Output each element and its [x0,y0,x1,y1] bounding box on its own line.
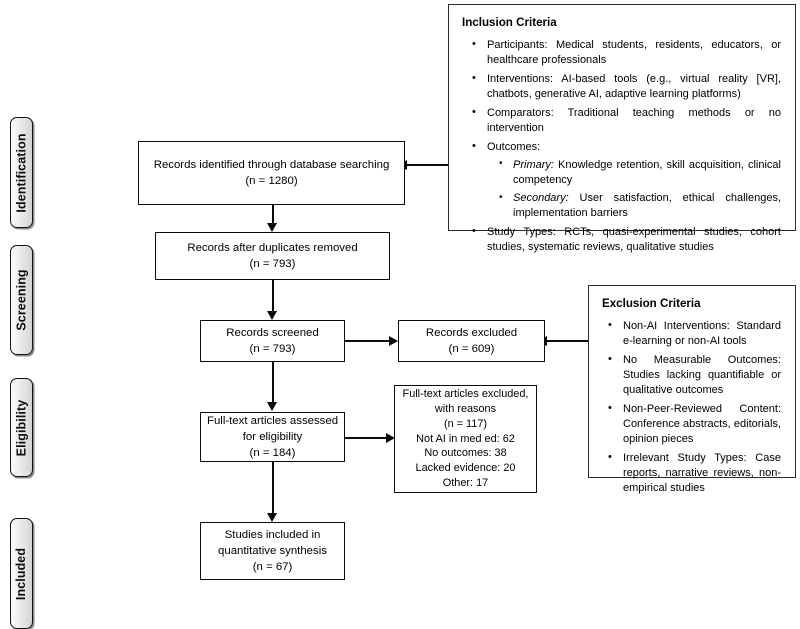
box-duplicates-removed-line2: (n = 793) [249,258,296,270]
box-records-screened: Records screened (n = 793) [200,320,345,362]
connector-duplicates-to-screened [271,280,274,312]
inclusion-criteria-title: Inclusion Criteria [462,16,557,29]
connector-exclusion-to-excluded [546,340,589,343]
box-records-screened-line2: (n = 793) [249,343,296,355]
exclusion-criteria-list: Non-AI Interventions: Standard e-learnin… [601,318,783,497]
inclusion-item-comparators: Comparators: Traditional teaching method… [472,105,783,136]
connector-identified-to-duplicates [271,205,274,225]
box-fulltext-assessed-line2: for eligibility [242,430,303,443]
stage-label-eligibility: Eligibility [14,399,29,456]
arrowhead-identified-to-duplicates [267,223,277,232]
inclusion-item-interventions: Interventions: AI-based tools (e.g., vir… [472,71,783,102]
inclusion-subitem-primary: Primary: Knowledge retention, skill acqu… [499,157,781,188]
connector-screened-to-fulltext [271,362,274,403]
arrowhead-screened-to-fulltext [267,402,277,411]
inclusion-subitem-primary-text: Knowledge retention, skill acquisition, … [513,158,781,186]
arrowhead-screened-to-excluded [389,335,398,346]
stage-pill-eligibility: Eligibility [10,378,33,477]
inclusion-item-outcomes: Outcomes: Primary: Knowledge retention, … [472,139,783,222]
stage-pill-included: Included [10,518,33,629]
box-records-screened-line1: Records screened [226,326,319,339]
inclusion-item-outcomes-label: Outcomes: [487,140,541,153]
panel-exclusion-criteria: Exclusion Criteria Non-AI Interventions:… [588,285,796,494]
inclusion-subitem-secondary: Secondary: User satisfaction, ethical ch… [499,191,781,221]
box-fulltext-assessed-line3: (n = 184) [249,447,296,460]
connector-inclusion-to-identified [406,164,449,167]
box-fulltext-excluded-reason4: Other: 17 [442,477,489,490]
box-duplicates-removed-line1: Records after duplicates removed [187,241,358,254]
stage-pill-identification: Identification [10,117,33,228]
box-fulltext-assessed-line1: Full-text articles assessed [207,414,339,427]
exclusion-item-non-ai: Non-AI Interventions: Standard e-learnin… [608,318,783,349]
exclusion-item-no-measurable-outcomes: No Measurable Outcomes: Studies lacking … [608,352,783,399]
stage-label-screening: Screening [14,269,29,331]
box-fulltext-assessed: Full-text articles assessed for eligibil… [200,412,345,462]
inclusion-item-participants: Participants: Medical students, resident… [472,37,783,68]
box-records-excluded: Records excluded (n = 609) [398,320,545,362]
box-studies-included: Studies included in quantitative synthes… [200,522,345,580]
inclusion-criteria-list: Participants: Medical students, resident… [461,37,783,255]
stage-label-included: Included [14,547,29,600]
stage-label-identification: Identification [14,132,29,213]
box-records-excluded-line1: Records excluded [425,326,518,339]
inclusion-subitem-primary-em: Primary: [513,158,554,171]
box-records-excluded-line2: (n = 609) [448,343,495,355]
box-fulltext-excluded-reasons: Full-text articles excluded, with reason… [394,385,537,493]
inclusion-subitem-secondary-em: Secondary: [513,192,569,205]
connector-fulltext-to-reasons [345,437,387,440]
box-fulltext-excluded-reason3: Lacked evidence: 20 [415,462,516,475]
inclusion-outcomes-sublist: Primary: Knowledge retention, skill acqu… [487,157,781,222]
box-studies-included-line1: Studies included in [224,528,321,541]
box-fulltext-excluded-reason2: No outcomes: 38 [424,447,507,460]
box-records-identified-line1: Records identified through database sear… [153,158,390,171]
exclusion-item-irrelevant-study-types: Irrelevant Study Types: Case reports, na… [608,450,783,497]
arrowhead-fulltext-to-included [267,513,277,522]
box-fulltext-excluded-reason1: Not AI in med ed: 62 [416,432,515,445]
box-fulltext-excluded-line2: with reasons [434,402,497,415]
exclusion-item-non-peer-reviewed: Non-Peer-Reviewed Content: Conference ab… [608,401,783,448]
exclusion-criteria-title: Exclusion Criteria [602,297,701,310]
box-records-identified: Records identified through database sear… [138,141,405,205]
connector-fulltext-to-included [271,462,274,514]
panel-inclusion-criteria: Inclusion Criteria Participants: Medical… [448,4,796,253]
arrowhead-duplicates-to-screened [267,311,277,320]
inclusion-subitem-secondary-text: User satisfaction, ethical challenges, i… [513,192,781,220]
box-fulltext-excluded-line1: Full-text articles excluded, [402,388,529,401]
connector-screened-to-excluded [345,340,390,343]
box-duplicates-removed: Records after duplicates removed (n = 79… [155,232,390,280]
box-studies-included-line2: quantitative synthesis [218,544,327,557]
box-fulltext-excluded-line3: (n = 117) [443,417,488,430]
inclusion-item-study-types: Study Types: RCTs, quasi-experimental st… [472,224,783,255]
box-records-identified-line2: (n = 1280) [245,175,298,187]
stage-pill-screening: Screening [10,245,33,355]
arrowhead-fulltext-to-reasons [386,432,395,443]
box-studies-included-line3: (n = 67) [252,561,293,574]
